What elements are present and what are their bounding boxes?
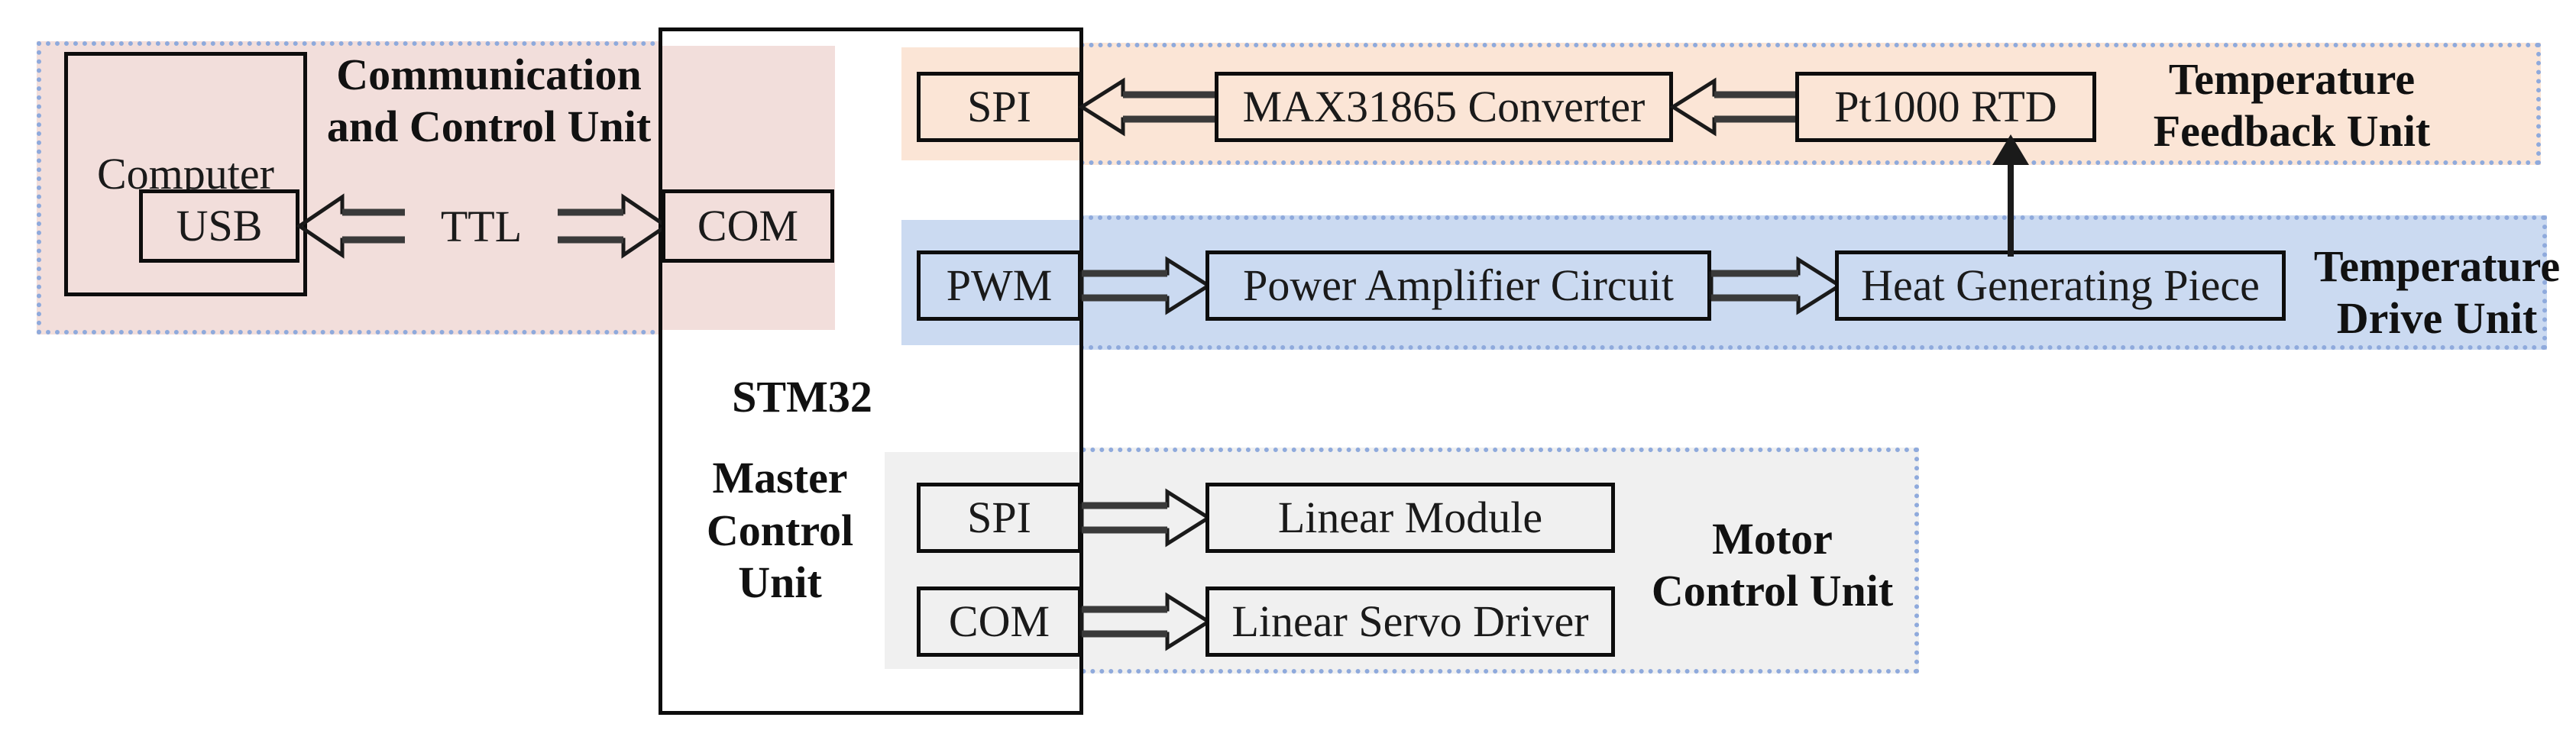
- block-pwm-label: PWM: [946, 260, 1053, 310]
- stm32-pink-overlay: [662, 46, 835, 330]
- label-temperature-feedback-unit: Temperature Feedback Unit: [2153, 53, 2431, 156]
- block-spi-motor[interactable]: SPI: [917, 483, 1082, 553]
- block-power-amplifier-circuit[interactable]: Power Amplifier Circuit: [1205, 250, 1711, 321]
- block-pt1000-rtd[interactable]: Pt1000 RTD: [1795, 72, 2096, 142]
- block-com-motor[interactable]: COM: [917, 587, 1082, 657]
- block-max31865-converter[interactable]: MAX31865 Converter: [1215, 72, 1673, 142]
- block-power-amplifier-circuit-label: Power Amplifier Circuit: [1243, 260, 1674, 310]
- arrow-pt1000-to-max31865: [1669, 76, 1802, 137]
- block-spi-motor-label: SPI: [967, 492, 1031, 542]
- block-max31865-converter-label: MAX31865 Converter: [1242, 81, 1646, 131]
- block-com-communication-label: COM: [697, 200, 799, 250]
- label-temperature-drive-unit: Temperature Drive Unit: [2313, 241, 2561, 343]
- arrow-power-amplifier-to-heat-piece: [1709, 255, 1843, 316]
- block-linear-servo-driver[interactable]: Linear Servo Driver: [1205, 587, 1615, 657]
- label-master-control-unit: Master Control Unit: [706, 453, 854, 608]
- block-spi-temperature-label: SPI: [967, 81, 1031, 131]
- label-communication-and-control-unit: Communication and Control Unit: [326, 49, 652, 151]
- arrow-pwm-to-power-amplifier: [1079, 255, 1212, 316]
- block-spi-temperature[interactable]: SPI: [917, 72, 1082, 142]
- block-linear-module-label: Linear Module: [1277, 492, 1543, 542]
- arrow-heat-piece-to-pt1000-feedback: [1980, 134, 2041, 257]
- block-heat-generating-piece-label: Heat Generating Piece: [1861, 260, 2260, 310]
- label-motor-control-unit: Motor Control Unit: [1651, 513, 1894, 616]
- arrow-com-to-linear-servo-driver: [1079, 591, 1212, 652]
- block-linear-module[interactable]: Linear Module: [1205, 483, 1615, 553]
- block-pwm[interactable]: PWM: [917, 250, 1082, 321]
- block-heat-generating-piece[interactable]: Heat Generating Piece: [1835, 250, 2286, 321]
- block-usb-label: USB: [176, 200, 263, 250]
- label-ttl: TTL: [405, 200, 558, 252]
- arrow-max31865-to-spi: [1078, 76, 1222, 137]
- arrow-spi-to-linear-module: [1079, 487, 1212, 548]
- region-temperature-feedback-unit: [897, 43, 2541, 165]
- block-com-communication[interactable]: COM: [662, 189, 834, 263]
- block-usb[interactable]: USB: [139, 189, 299, 263]
- label-stm32: STM32: [732, 371, 872, 422]
- block-pt1000-rtd-label: Pt1000 RTD: [1834, 81, 2057, 131]
- block-linear-servo-driver-label: Linear Servo Driver: [1231, 596, 1589, 646]
- stm32-border: [659, 27, 1083, 715]
- block-com-motor-label: COM: [948, 596, 1050, 646]
